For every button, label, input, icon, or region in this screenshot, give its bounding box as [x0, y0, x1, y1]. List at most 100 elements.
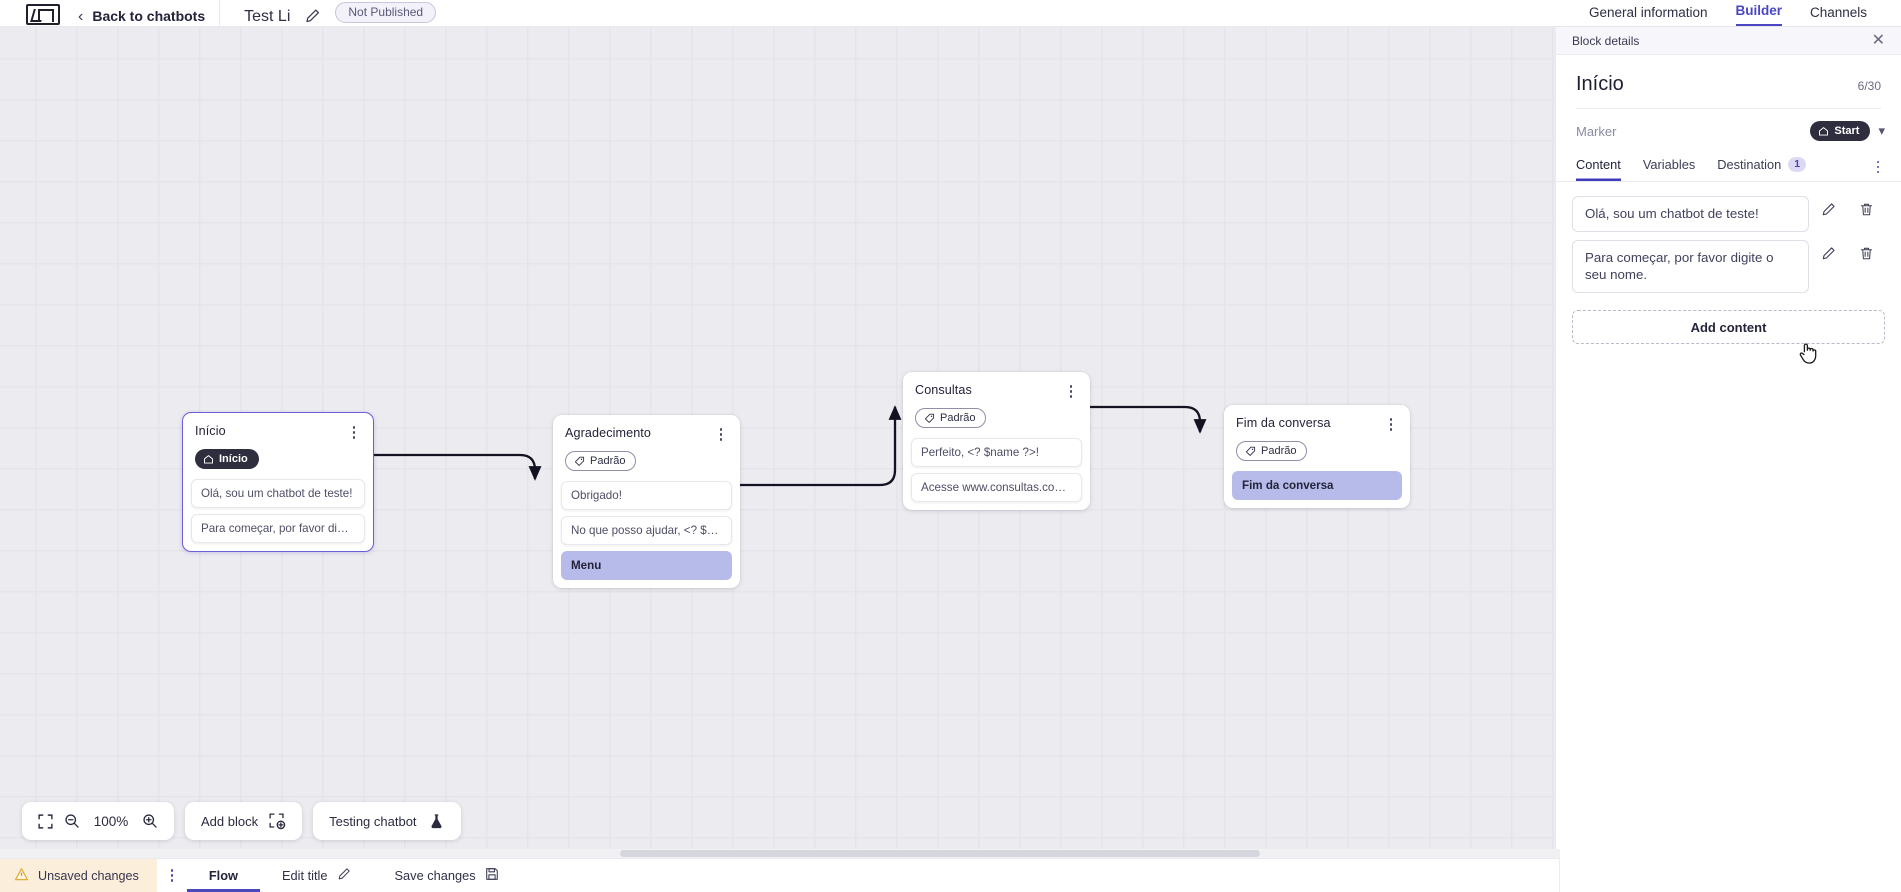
tag-icon — [574, 456, 585, 467]
back-to-chatbots-label: Back to chatbots — [92, 8, 206, 24]
marker-label: Marker — [1576, 123, 1617, 139]
block-details-panel: Block details ✕ Início 6/30 Marker Start… — [1555, 27, 1901, 892]
tab-general-information[interactable]: General information — [1588, 5, 1708, 20]
canvas-toolbar: 100% Add block Testing chatbot — [22, 802, 461, 840]
add-content-button[interactable]: Add content — [1572, 310, 1885, 345]
chevron-down-icon[interactable]: ▾ — [1878, 123, 1885, 138]
pencil-icon — [337, 867, 351, 884]
node-message[interactable]: Olá, sou um chatbot de teste! — [191, 478, 365, 508]
statusbar-item-flow[interactable]: Flow — [187, 859, 260, 892]
marker-select[interactable]: Start ▾ — [1810, 121, 1885, 141]
chevron-left-icon: ‹ — [78, 8, 84, 25]
tag-icon — [1245, 446, 1256, 457]
flow-node-fim-da-conversa[interactable]: Fim da conversa Padrão Fim da conversa — [1224, 405, 1410, 508]
node-message[interactable]: Perfeito, <? $name ?>! — [911, 437, 1082, 467]
node-message[interactable]: Para começar, por favor digite o … — [191, 513, 365, 543]
flow-node-consultas[interactable]: Consultas Padrão Perfeito, <? $name ?>! … — [903, 372, 1090, 510]
tab-channels[interactable]: Channels — [1810, 5, 1868, 20]
close-icon[interactable]: ✕ — [1871, 31, 1885, 49]
node-message-menu[interactable]: Fim da conversa — [1232, 470, 1402, 500]
panel-title-row: Início 6/30 — [1556, 55, 1901, 108]
content-item: Para começar, por favor digite o seu nom… — [1572, 240, 1885, 294]
panel-menu-button[interactable] — [1871, 159, 1885, 176]
node-messages: Olá, sou um chatbot de teste! Para começ… — [183, 478, 373, 543]
home-icon — [1818, 126, 1829, 137]
node-header: Início — [183, 413, 373, 441]
tab-destination-label: Destination — [1717, 157, 1782, 172]
content-item-actions — [1809, 240, 1885, 261]
node-message-menu[interactable]: Menu — [561, 550, 732, 580]
tab-variables[interactable]: Variables — [1643, 153, 1695, 181]
node-message[interactable]: No que posso ajudar, <? $name … — [561, 515, 732, 545]
add-block-icon — [269, 812, 286, 830]
node-badge-row: Início — [183, 441, 373, 479]
node-badge-row: Padrão — [553, 443, 740, 481]
tab-content-label: Content — [1576, 157, 1621, 172]
content-item-actions — [1809, 196, 1885, 217]
flow-node-inicio[interactable]: Início Início Olá, sou um chatbot de tes… — [182, 412, 374, 552]
pencil-icon[interactable] — [1809, 202, 1847, 217]
node-title: Fim da conversa — [1236, 416, 1331, 430]
scrollbar-thumb[interactable] — [620, 850, 1260, 857]
node-badge-label: Padrão — [1261, 445, 1297, 457]
panel-header-label: Block details — [1572, 33, 1640, 48]
testing-chatbot-label: Testing chatbot — [329, 813, 417, 829]
content-text[interactable]: Olá, sou um chatbot de teste! — [1572, 196, 1809, 233]
content-text[interactable]: Para começar, por favor digite o seu nom… — [1572, 240, 1809, 294]
flow-label: Flow — [208, 868, 238, 883]
block-counter: 6/30 — [1857, 79, 1881, 93]
trash-icon[interactable] — [1847, 202, 1885, 217]
node-messages: Obrigado! No que posso ajudar, <? $name … — [553, 480, 740, 580]
statusbar-item-save-changes[interactable]: Save changes — [373, 859, 521, 892]
zoom-out-icon[interactable] — [64, 813, 80, 829]
statusbar-menu-button[interactable] — [157, 859, 187, 892]
node-badge-row: Padrão — [1224, 433, 1410, 471]
unsaved-changes-label: Unsaved changes — [38, 868, 139, 883]
save-icon — [485, 867, 499, 884]
tab-builder[interactable]: Builder — [1735, 3, 1783, 26]
node-messages: Perfeito, <? $name ?>! Acesse www.consul… — [903, 437, 1090, 502]
chatbot-name: Test Li — [244, 8, 291, 25]
node-default-badge: Padrão — [915, 408, 987, 428]
testing-chatbot-button[interactable]: Testing chatbot — [313, 802, 461, 840]
flow-node-agradecimento[interactable]: Agradecimento Padrão Obrigado! No que po… — [553, 415, 740, 588]
node-message[interactable]: Obrigado! — [561, 480, 732, 510]
warning-icon — [14, 867, 29, 885]
tab-content[interactable]: Content — [1576, 153, 1621, 181]
node-menu-button[interactable] — [714, 426, 728, 443]
add-block-button[interactable]: Add block — [185, 802, 303, 840]
statusbar-spacer — [521, 859, 1560, 892]
node-title: Consultas — [915, 383, 972, 397]
marker-value: Start — [1834, 125, 1860, 137]
trash-icon[interactable] — [1847, 246, 1885, 261]
top-tabs: General information Builder Channels — [1555, 0, 1901, 27]
back-to-chatbots-link[interactable]: ‹ Back to chatbots — [78, 8, 206, 25]
destination-count-badge: 1 — [1788, 157, 1807, 172]
save-changes-label: Save changes — [394, 868, 476, 883]
statusbar-item-edit-title[interactable]: Edit title — [260, 859, 373, 892]
node-badge-label: Padrão — [590, 455, 626, 467]
tab-destination[interactable]: Destination 1 — [1717, 153, 1807, 181]
canvas-horizontal-scrollbar[interactable] — [0, 849, 1560, 858]
node-menu-button[interactable] — [1064, 383, 1078, 400]
zoom-in-icon[interactable] — [142, 813, 158, 829]
edge-inicio-agradecimento — [373, 453, 542, 481]
fit-screen-icon[interactable] — [38, 813, 53, 829]
node-message[interactable]: Acesse www.consultas.com par… — [911, 472, 1082, 502]
pencil-icon[interactable] — [1809, 246, 1847, 261]
node-menu-button[interactable] — [1384, 416, 1398, 433]
node-start-badge: Início — [195, 449, 259, 469]
node-badge-label: Início — [219, 453, 248, 465]
zoom-controls[interactable]: 100% — [22, 802, 174, 840]
add-block-label: Add block — [201, 813, 259, 829]
flow-canvas[interactable]: Início Início Olá, sou um chatbot de tes… — [0, 27, 1560, 858]
content-list: Olá, sou um chatbot de teste! Para começ… — [1556, 182, 1901, 294]
vtex-logo — [26, 4, 60, 25]
home-icon — [203, 454, 214, 465]
top-bar-left: ‹ Back to chatbots — [0, 0, 221, 26]
node-menu-button[interactable] — [347, 424, 361, 441]
edge-agradecimento-consultas — [737, 405, 902, 487]
pencil-icon[interactable] — [304, 8, 321, 24]
tab-variables-label: Variables — [1642, 157, 1696, 172]
unsaved-changes-indicator: Unsaved changes — [0, 859, 157, 892]
